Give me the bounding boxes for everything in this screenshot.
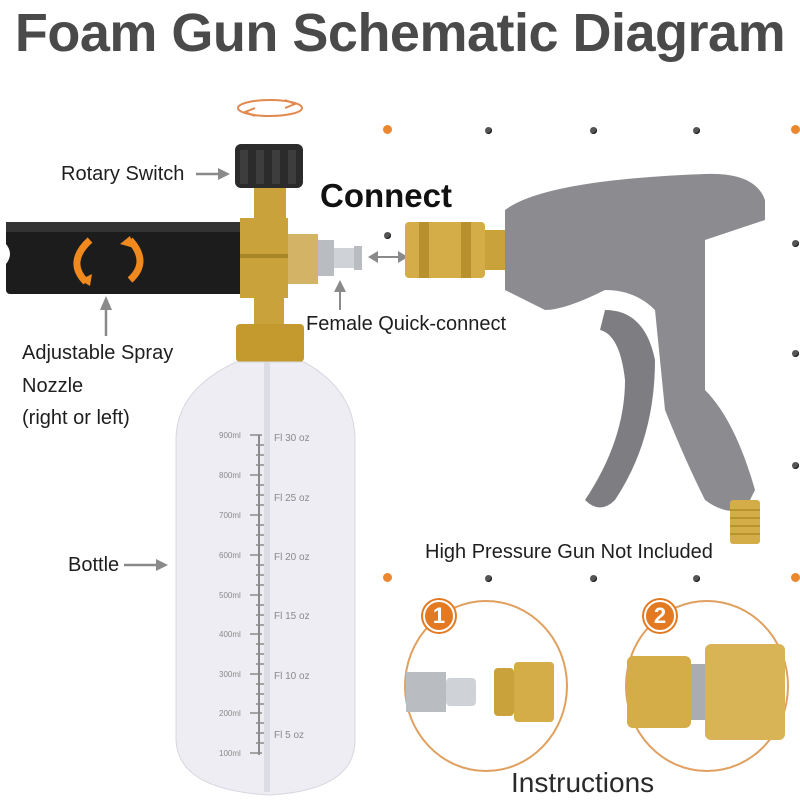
gauge-oz-15: Fl 15 oz — [274, 611, 310, 622]
gauge-oz-20: Fl 20 oz — [274, 552, 310, 563]
diagram-title: Foam Gun Schematic Diagram — [14, 3, 786, 63]
gray-dot — [693, 575, 700, 582]
step-1-badge: 1 — [423, 600, 455, 632]
foam-cannon-illustration — [6, 144, 362, 796]
adjustable-nozzle-label-line1: Adjustable Spray — [22, 342, 174, 364]
gauge-oz-25: Fl 25 oz — [274, 493, 310, 504]
orange-dot — [791, 125, 800, 134]
gauge-ml-500: 500ml — [219, 591, 241, 600]
orange-dot — [383, 125, 392, 134]
gray-dot — [384, 232, 391, 239]
connect-label: Connect — [320, 177, 452, 214]
step-2-badge: 2 — [644, 600, 676, 632]
gauge-ml-800: 800ml — [219, 471, 241, 480]
gray-dot — [792, 350, 799, 357]
gauge-oz-5: Fl 5 oz — [274, 730, 305, 741]
adjustable-nozzle-label-line2: Nozzle — [22, 375, 84, 397]
gray-dot — [693, 127, 700, 134]
gun-not-included-label: High Pressure Gun Not Included — [425, 541, 713, 563]
adjustable-nozzle-label-line3: (right or left) — [22, 407, 130, 429]
gauge-ml-400: 400ml — [219, 630, 241, 639]
gauge-ml-700: 700ml — [219, 511, 241, 520]
female-quick-connect-label: Female Quick-connect — [306, 313, 507, 335]
rotation-arrows-icon — [237, 99, 303, 117]
gauge-ml-900: 900ml — [219, 431, 241, 440]
gauge-ml-300: 300ml — [219, 670, 241, 679]
arrow-up-icon — [334, 280, 346, 310]
gauge-ticks — [250, 434, 264, 754]
orange-dot — [383, 573, 392, 582]
gauge-oz-30: Fl 30 oz — [274, 433, 310, 444]
arrow-right-icon — [124, 559, 168, 571]
gray-dot — [792, 462, 799, 469]
gray-dot — [590, 575, 597, 582]
gray-dot — [590, 127, 597, 134]
gauge-ml-600: 600ml — [219, 551, 241, 560]
rotary-switch-label: Rotary Switch — [61, 163, 185, 185]
gray-dot — [485, 575, 492, 582]
step-2-connector-illustration — [627, 644, 785, 740]
step-1-connector-illustration — [406, 662, 554, 722]
arrow-up-icon — [100, 296, 112, 336]
orange-dot — [791, 573, 800, 582]
pressure-gun-illustration — [405, 173, 765, 544]
arrow-right-icon — [196, 168, 230, 180]
gray-dot — [485, 127, 492, 134]
gray-dot — [792, 240, 799, 247]
gauge-ml-200: 200ml — [219, 709, 241, 718]
bottle-label: Bottle — [68, 554, 120, 576]
gauge-oz-10: Fl 10 oz — [274, 671, 310, 682]
gauge-ml-100: 100ml — [219, 749, 241, 758]
instructions-label: Instructions — [511, 767, 655, 798]
double-arrow-icon — [368, 251, 408, 263]
